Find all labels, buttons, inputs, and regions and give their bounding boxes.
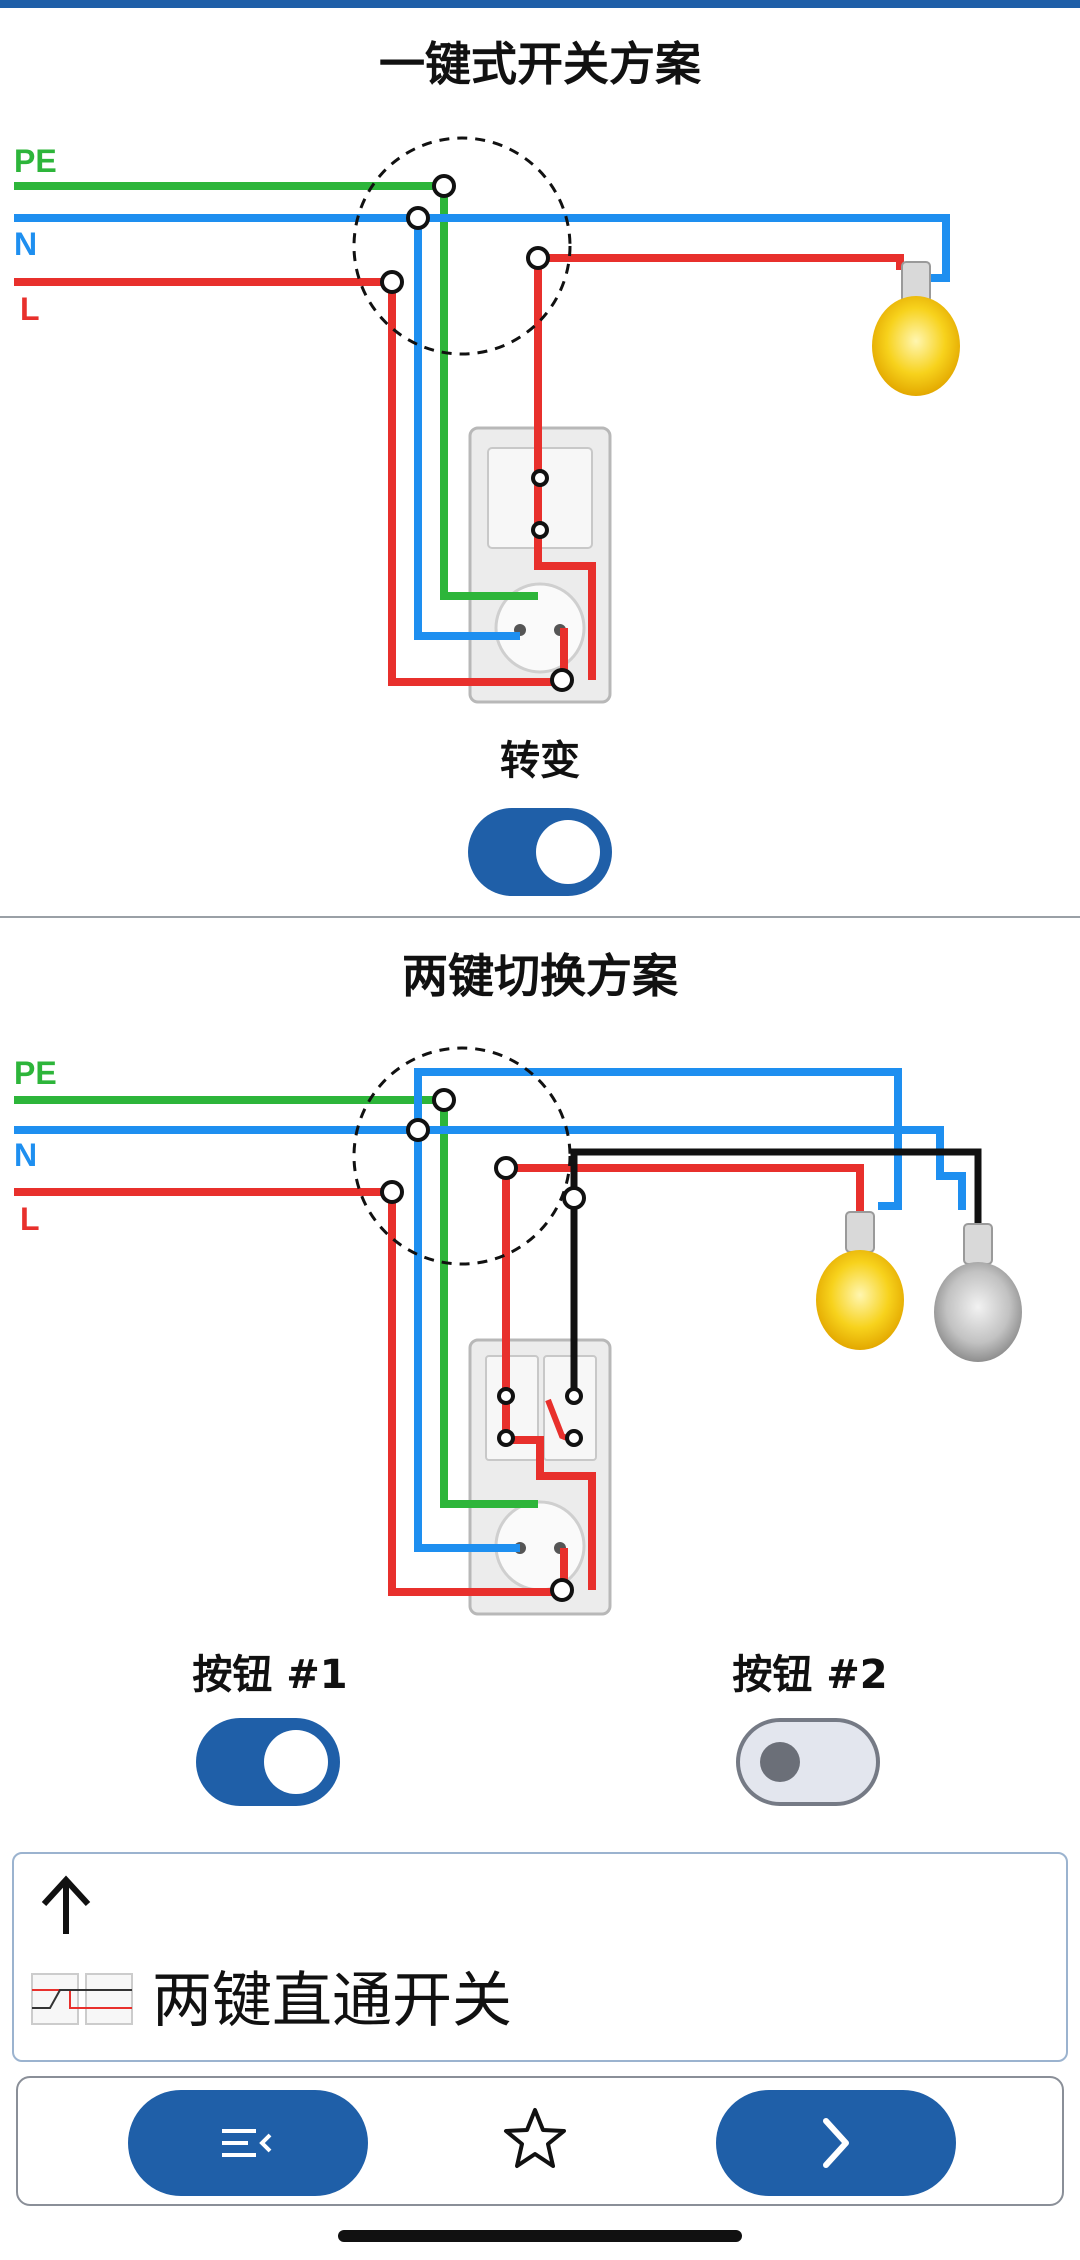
- section2-title: 两键切换方案: [402, 949, 678, 1003]
- l-label: L: [20, 291, 40, 327]
- button2-label: 按钮 #2: [732, 1652, 888, 1698]
- menu-collapse-icon: [222, 2129, 272, 2157]
- toggle-switch[interactable]: [468, 808, 612, 896]
- menu-button[interactable]: [128, 2090, 368, 2196]
- next-button[interactable]: [716, 2090, 956, 2196]
- result-panel: 两键直通开关: [12, 1852, 1068, 2062]
- junction-box-outline: [352, 136, 572, 356]
- chevron-right-icon: [823, 2118, 849, 2168]
- switched-wire: [570, 1148, 982, 1228]
- n-wire: [14, 214, 950, 282]
- n-label: N: [14, 226, 37, 262]
- l-label: L: [20, 1201, 40, 1237]
- pe-label: PE: [14, 1055, 57, 1091]
- pe-wire: [14, 1096, 538, 1508]
- star-outline-icon[interactable]: [500, 2104, 570, 2174]
- toggle-knob: [536, 820, 600, 884]
- one-key-wiring-diagram: PE N L: [14, 136, 960, 704]
- button2-toggle[interactable]: [736, 1718, 880, 1806]
- section1-title: 一键式开关方案: [379, 37, 701, 91]
- pe-wire: [14, 182, 538, 600]
- arrow-up-icon[interactable]: [36, 1874, 96, 1938]
- lamp-bulb-2-off: [934, 1223, 1022, 1362]
- button1-toggle[interactable]: [196, 1718, 340, 1806]
- toggle-knob: [264, 1730, 328, 1794]
- two-key-wiring-diagram: PE N L: [14, 1046, 1022, 1616]
- section-divider: [0, 916, 1080, 918]
- home-indicator: [338, 2230, 742, 2242]
- top-accent-bar: [0, 0, 1080, 8]
- bottom-navigation-bar: [16, 2076, 1064, 2206]
- button1-label: 按钮 #1: [192, 1652, 348, 1698]
- l-wire: [14, 1188, 568, 1596]
- result-text: 两键直通开关: [152, 1966, 512, 2036]
- pe-label: PE: [14, 143, 57, 179]
- n-label: N: [14, 1137, 37, 1173]
- lamp-bulb-1-on: [816, 1211, 904, 1350]
- two-gang-switch-thumbnail-icon: [31, 1973, 133, 2025]
- l-wire: [14, 278, 568, 686]
- switch-rocker-2: [543, 1355, 597, 1461]
- junction-box-outline: [352, 1046, 572, 1266]
- toggle-label: 转变: [500, 738, 580, 784]
- toggle-knob: [760, 1742, 800, 1782]
- n-wire: [14, 1126, 966, 1210]
- lamp-bulb-on: [872, 261, 960, 396]
